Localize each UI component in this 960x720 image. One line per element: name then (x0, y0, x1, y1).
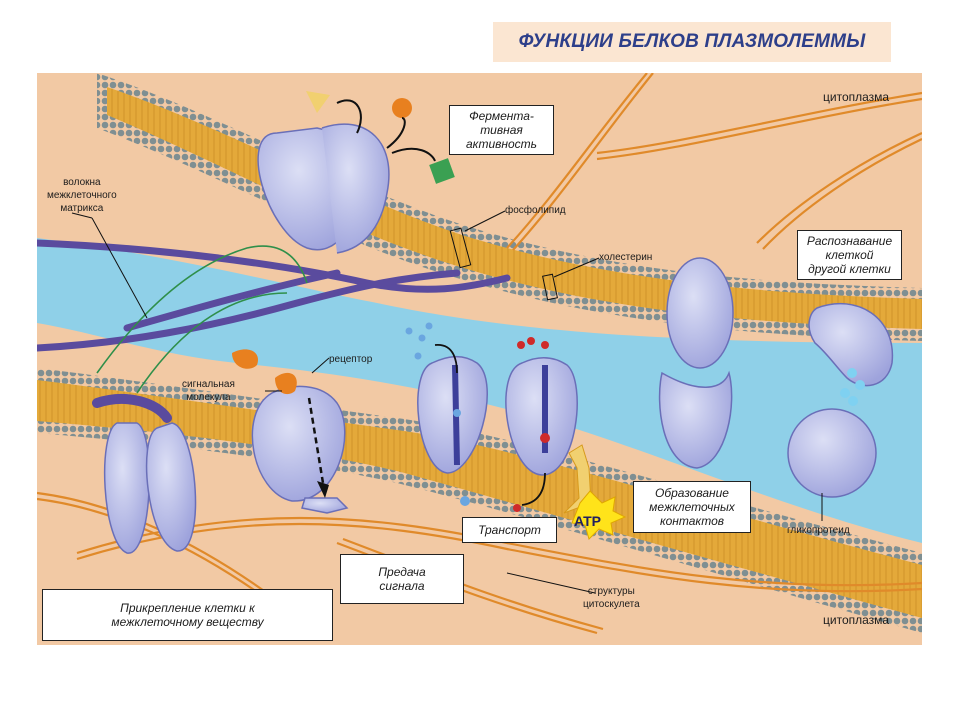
signal-molecule-free (232, 349, 258, 369)
receptor-protein (232, 349, 349, 514)
substrate-triangle (306, 91, 330, 113)
substrate-ball (392, 98, 412, 118)
cell-recognition-box: Распознавание клеткой другой клетки (797, 230, 902, 280)
ecm-fibers (37, 239, 511, 352)
phospholipid-label: фосфолипид (505, 205, 566, 216)
transport-channel-1 (405, 322, 488, 506)
cytoskeleton-fibers (37, 73, 922, 635)
cytoplasm-top-label: цитоплазма (823, 90, 890, 104)
page-title: ФУНКЦИИ БЕЛКОВ ПЛАЗМОЛЕММЫ (518, 31, 866, 52)
signal-molecule-label: сигнальная молекула (182, 379, 235, 403)
cytoplasm-bottom-label: цитоплазма (823, 613, 890, 627)
label-pointers (71, 210, 823, 594)
junction-proteins (658, 257, 734, 469)
membrane-diagram (37, 73, 922, 645)
receptor-label: рецептор (329, 354, 373, 365)
cell-attachment-box: Прикрепление клетки к межклеточному веще… (42, 589, 333, 641)
enzyme-protein (257, 91, 455, 254)
recognition-proteins (787, 302, 894, 498)
enzymatic-activity-box: Фермента- тивная активность (449, 105, 554, 155)
attachment-protein (92, 393, 197, 554)
membrane-illustration: цитоплазма цитоплазма волокна межклеточн… (37, 73, 922, 645)
cholesterol-label: холестерин (599, 252, 653, 263)
transport-pump-atp (505, 337, 627, 540)
product-square (429, 158, 455, 184)
ecm-green-fibers (96, 245, 308, 394)
title-box: ФУНКЦИИ БЕЛКОВ ПЛАЗМОЛЕММЫ (493, 22, 891, 62)
signal-transduction-box: Предача сигнала (340, 554, 464, 604)
intercellular-junctions-box: Образование межклеточных контактов (633, 481, 751, 533)
ecm-fibers-label: волокна межклеточного матрикса (47, 177, 117, 214)
atp-label: ATP (574, 513, 601, 529)
transport-box: Транспорт (462, 517, 557, 543)
cytoskeleton-label: структуры цитоскулета (583, 586, 640, 610)
glycoprotein-label: гликопротеид (787, 525, 850, 536)
signal-molecule-bound (275, 372, 297, 395)
